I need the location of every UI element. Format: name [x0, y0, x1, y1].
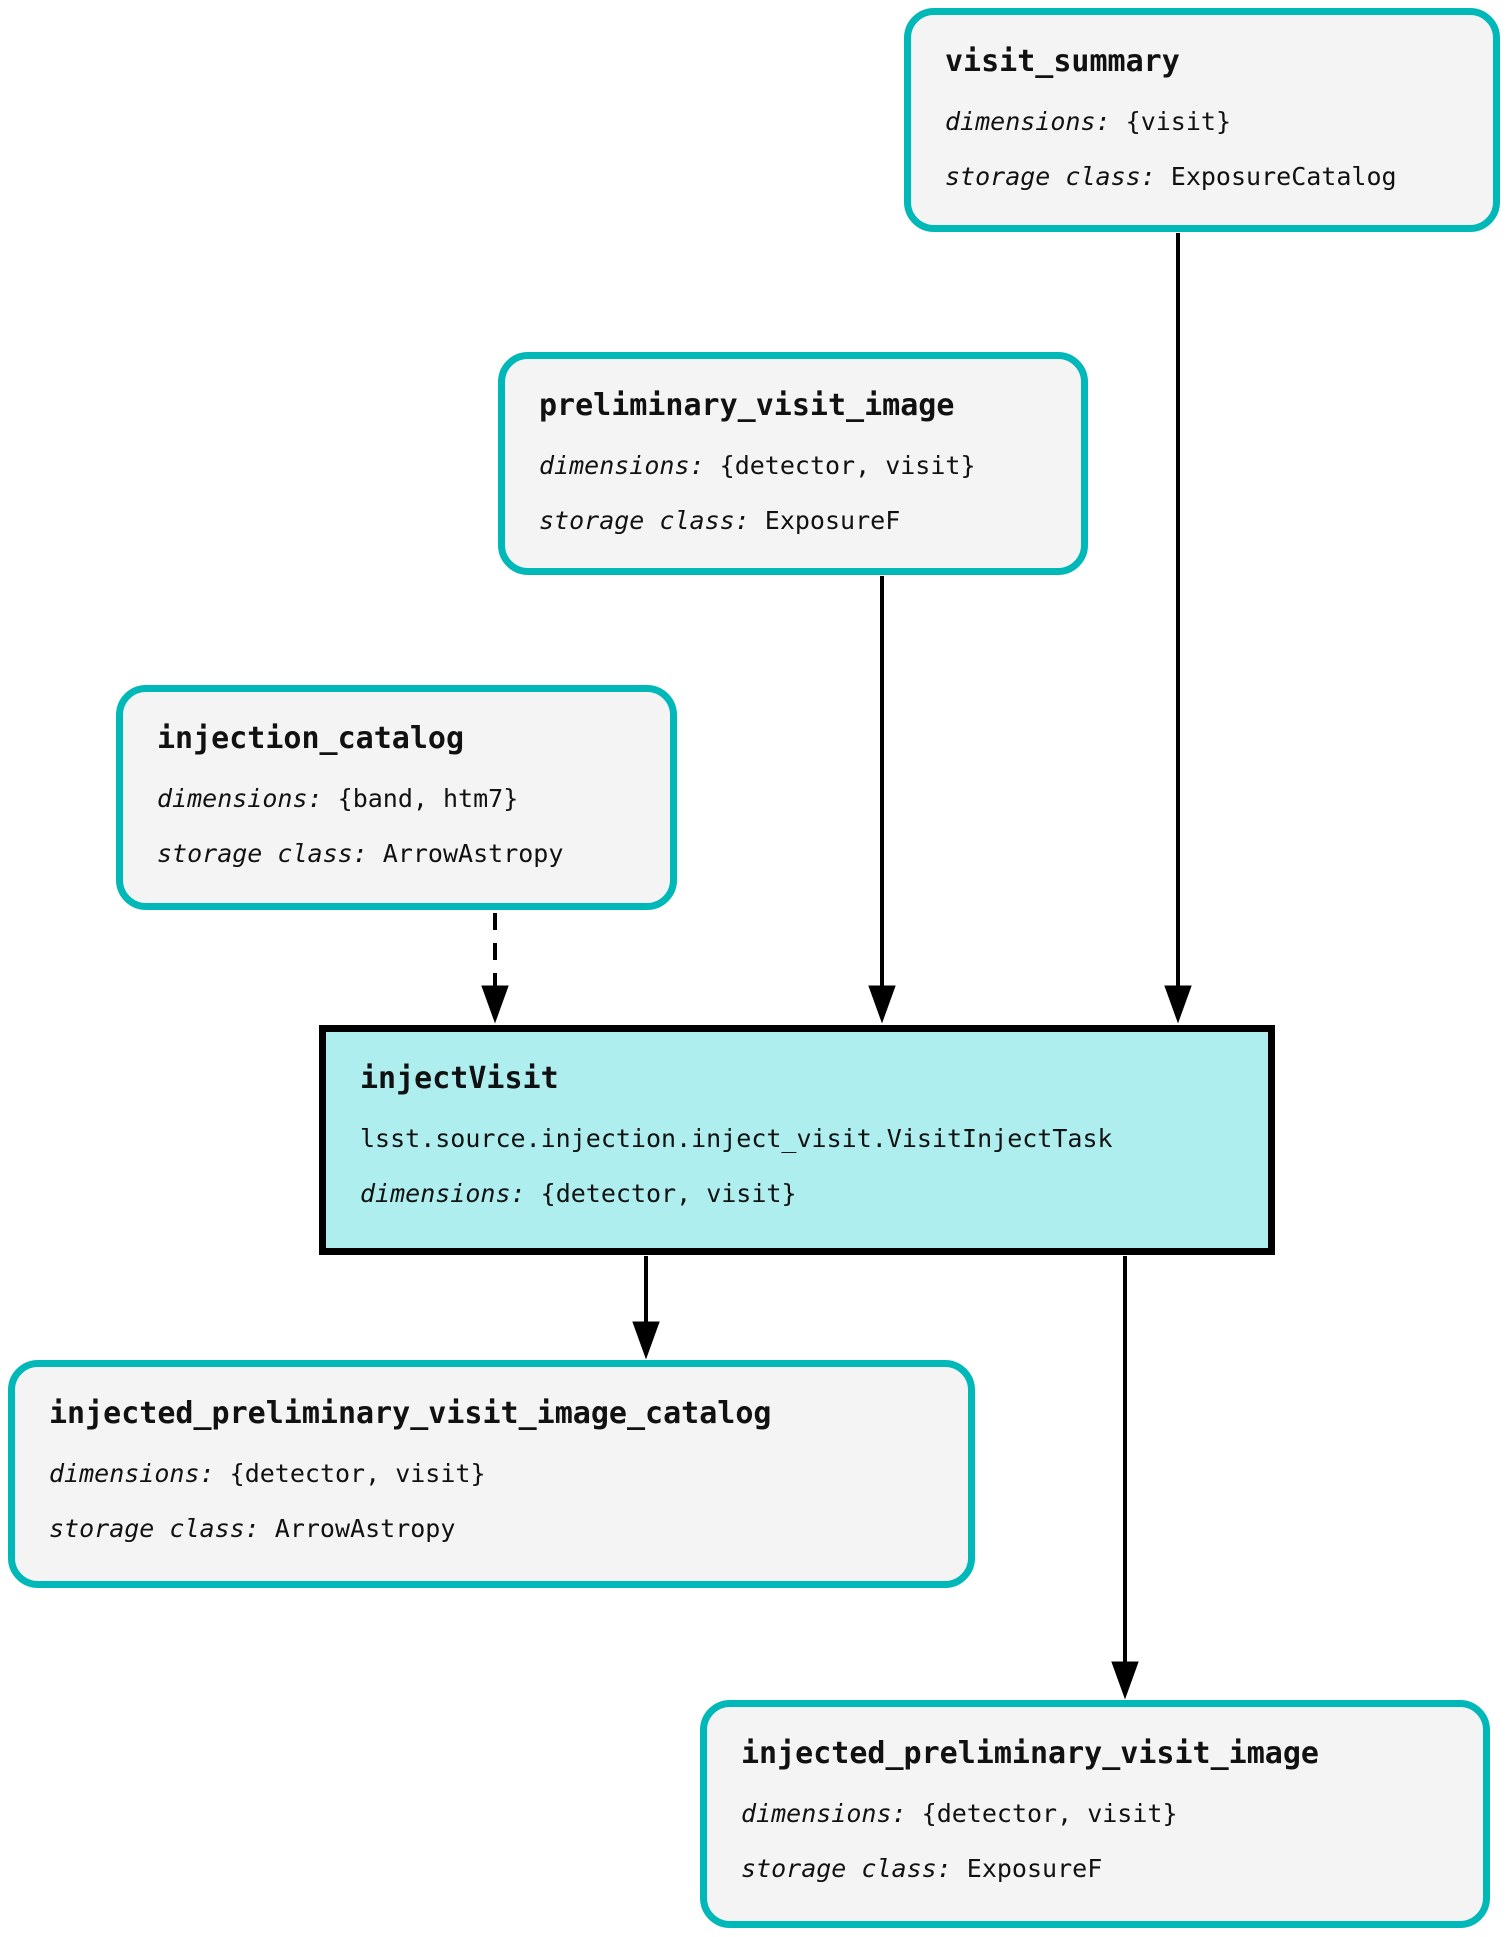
node-visit-summary: visit_summary dimensions: {visit} storag…	[904, 8, 1500, 232]
dimensions-label: dimensions:	[157, 784, 323, 813]
dimensions-value: {detector, visit}	[921, 1799, 1178, 1828]
storage-class-label: storage class:	[157, 839, 368, 868]
storage-class-label: storage class:	[741, 1854, 952, 1883]
storage-class-line: storage class: ArrowAstropy	[49, 1514, 934, 1544]
node-injected-preliminary-visit-image-catalog: injected_preliminary_visit_image_catalog…	[8, 1360, 975, 1588]
storage-class-value: ExposureF	[764, 506, 901, 535]
storage-class-label: storage class:	[539, 506, 750, 535]
node-title: injected_preliminary_visit_image	[741, 1736, 1319, 1771]
dimensions-label: dimensions:	[945, 107, 1111, 136]
storage-class-label: storage class:	[49, 1514, 260, 1543]
storage-class-line: storage class: ArrowAstropy	[157, 839, 636, 869]
arrowhead-injectvisit-to-injected-catalog	[632, 1321, 660, 1360]
storage-class-value: ExposureCatalog	[1170, 162, 1397, 191]
dimensions-line: dimensions: {detector, visit}	[539, 451, 1047, 481]
dimensions-label: dimensions:	[360, 1179, 526, 1208]
dimensions-label: dimensions:	[539, 451, 705, 480]
dimensions-value: {detector, visit}	[540, 1179, 797, 1208]
dimensions-line: dimensions: {detector, visit}	[741, 1799, 1449, 1829]
arrowhead-visit-summary-to-injectvisit	[1164, 985, 1192, 1024]
arrowhead-injectvisit-to-injected-image	[1111, 1661, 1139, 1700]
arrowhead-preliminary-visit-image-to-injectvisit	[868, 985, 896, 1024]
storage-class-value: ArrowAstropy	[382, 839, 564, 868]
node-title: injectVisit	[360, 1061, 559, 1096]
storage-class-value: ExposureF	[966, 1854, 1103, 1883]
node-preliminary-visit-image: preliminary_visit_image dimensions: {det…	[498, 352, 1088, 575]
storage-class-line: storage class: ExposureCatalog	[945, 162, 1459, 192]
node-title: visit_summary	[945, 44, 1180, 79]
dimensions-line: dimensions: {band, htm7}	[157, 784, 636, 814]
task-class-value: lsst.source.injection.inject_visit.Visit…	[360, 1124, 1113, 1153]
node-title: injected_preliminary_visit_image_catalog	[49, 1396, 772, 1431]
dimensions-label: dimensions:	[741, 1799, 907, 1828]
dimensions-value: {visit}	[1125, 107, 1231, 136]
storage-class-line: storage class: ExposureF	[741, 1854, 1449, 1884]
dimensions-line: dimensions: {visit}	[945, 107, 1459, 137]
dimensions-value: {band, htm7}	[337, 784, 519, 813]
node-title: preliminary_visit_image	[539, 388, 955, 423]
storage-class-line: storage class: ExposureF	[539, 506, 1047, 536]
storage-class-label: storage class:	[945, 162, 1156, 191]
dimensions-line: dimensions: {detector, visit}	[360, 1179, 1234, 1209]
node-injection-catalog: injection_catalog dimensions: {band, htm…	[116, 685, 677, 910]
node-injected-preliminary-visit-image: injected_preliminary_visit_image dimensi…	[700, 1700, 1490, 1928]
storage-class-value: ArrowAstropy	[274, 1514, 456, 1543]
dimensions-label: dimensions:	[49, 1459, 215, 1488]
dimensions-value: {detector, visit}	[719, 451, 976, 480]
node-injectvisit-task: injectVisit lsst.source.injection.inject…	[319, 1025, 1275, 1255]
dimensions-line: dimensions: {detector, visit}	[49, 1459, 934, 1489]
arrowhead-injection-catalog-to-injectvisit	[481, 985, 509, 1024]
task-class-line: lsst.source.injection.inject_visit.Visit…	[360, 1124, 1234, 1154]
dimensions-value: {detector, visit}	[229, 1459, 486, 1488]
node-title: injection_catalog	[157, 721, 465, 756]
